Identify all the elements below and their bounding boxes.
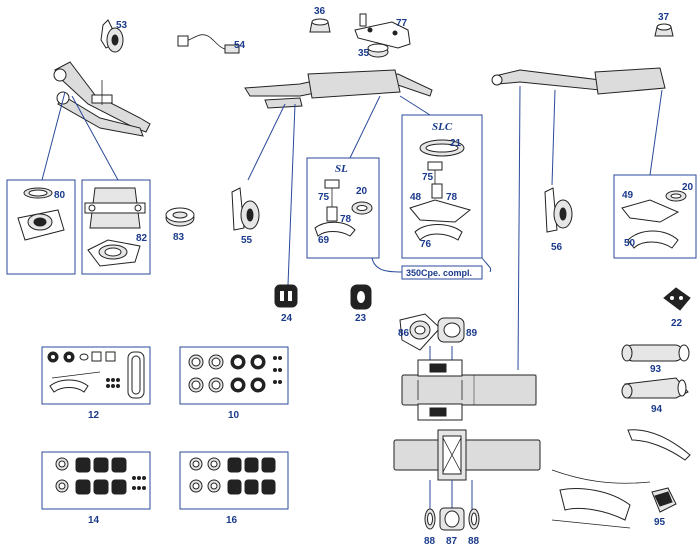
part-number-37: 37	[658, 12, 670, 23]
part-number-77: 77	[396, 18, 408, 29]
part-number-23: 23	[355, 313, 367, 324]
rubber-ring-83	[165, 207, 195, 227]
part-number-22: 22	[671, 318, 683, 329]
part-number-36: 36	[314, 6, 326, 17]
part-number-24: 24	[281, 313, 293, 324]
part-number-49: 49	[622, 190, 634, 201]
sl-parts	[314, 179, 373, 237]
part-number-16: 16	[226, 515, 238, 526]
bracket-77	[354, 13, 411, 49]
hanger-53	[100, 19, 124, 53]
part-number-75a: 75	[318, 192, 330, 203]
box-49-50	[613, 174, 697, 259]
part-number-76: 76	[420, 239, 432, 250]
bracket-49-50	[621, 190, 687, 249]
rubber-mount-36	[309, 18, 331, 33]
pipe-joint-assembly	[393, 429, 541, 531]
slc-parts	[409, 139, 472, 241]
part-number-93: 93	[650, 364, 662, 375]
part-number-89: 89	[466, 328, 478, 339]
part-number-20a: 20	[356, 186, 368, 197]
rubber-mount-37	[654, 23, 674, 37]
part-number-78a: 78	[340, 214, 352, 225]
part-number-82: 82	[136, 233, 148, 244]
kit-box-14	[41, 451, 151, 510]
kit-12-contents	[47, 351, 145, 399]
centre-muffler-pipe	[244, 69, 433, 286]
tail-trim-95	[551, 429, 691, 529]
tail-pipe-93	[621, 344, 690, 362]
oxygen-sensor-54	[177, 34, 240, 54]
part-number-88b: 88	[468, 536, 480, 547]
part-number-35: 35	[358, 48, 370, 59]
kit-16-contents	[189, 457, 276, 495]
hanger-55	[231, 187, 260, 231]
part-number-12: 12	[88, 410, 100, 421]
tail-pipe-94	[621, 377, 689, 399]
box-80	[6, 179, 76, 275]
part-number-80: 80	[54, 190, 66, 201]
part-number-78b: 78	[446, 192, 458, 203]
kit-box-16	[179, 451, 289, 510]
part-number-54: 54	[234, 40, 246, 51]
hanger-56	[544, 187, 573, 233]
kit-box-12	[41, 346, 151, 405]
cpe-label-box	[401, 265, 483, 280]
part-number-20b: 20	[682, 182, 694, 193]
rubber-hanger-24	[274, 284, 298, 308]
front-pipe-assembly	[41, 61, 151, 181]
part-number-95: 95	[654, 517, 666, 528]
part-number-14: 14	[88, 515, 100, 526]
rubber-hanger-23	[350, 284, 372, 310]
part-number-87: 87	[446, 536, 458, 547]
rubber-hanger-22	[663, 287, 691, 311]
slc-label: SLC	[432, 121, 453, 133]
part-number-86: 86	[398, 328, 410, 339]
part-number-55: 55	[241, 235, 253, 246]
kit-14-contents	[55, 457, 146, 495]
part-number-56: 56	[551, 242, 563, 253]
part-number-94: 94	[651, 404, 663, 415]
kit-10-contents	[188, 354, 282, 393]
rubber-mount-35	[367, 43, 389, 58]
clamp-gasket-82	[84, 187, 146, 267]
box-sl	[306, 157, 380, 259]
part-number-83: 83	[173, 232, 185, 243]
box-slc	[401, 114, 483, 259]
part-number-75b: 75	[422, 172, 434, 183]
cpe-label: 350Cpe. compl.	[406, 268, 472, 278]
part-number-10: 10	[228, 410, 240, 421]
part-number-21: 21	[450, 138, 462, 149]
sl-label: SL	[335, 163, 348, 175]
part-number-53: 53	[116, 20, 128, 31]
part-number-48: 48	[410, 192, 422, 203]
part-number-50: 50	[624, 238, 636, 249]
part-number-88a: 88	[424, 536, 436, 547]
part-number-69: 69	[318, 235, 330, 246]
flange-gasket-80	[17, 187, 65, 241]
rear-muffler-pipe	[491, 67, 666, 371]
box-82	[81, 179, 151, 275]
kit-box-10	[179, 346, 289, 405]
